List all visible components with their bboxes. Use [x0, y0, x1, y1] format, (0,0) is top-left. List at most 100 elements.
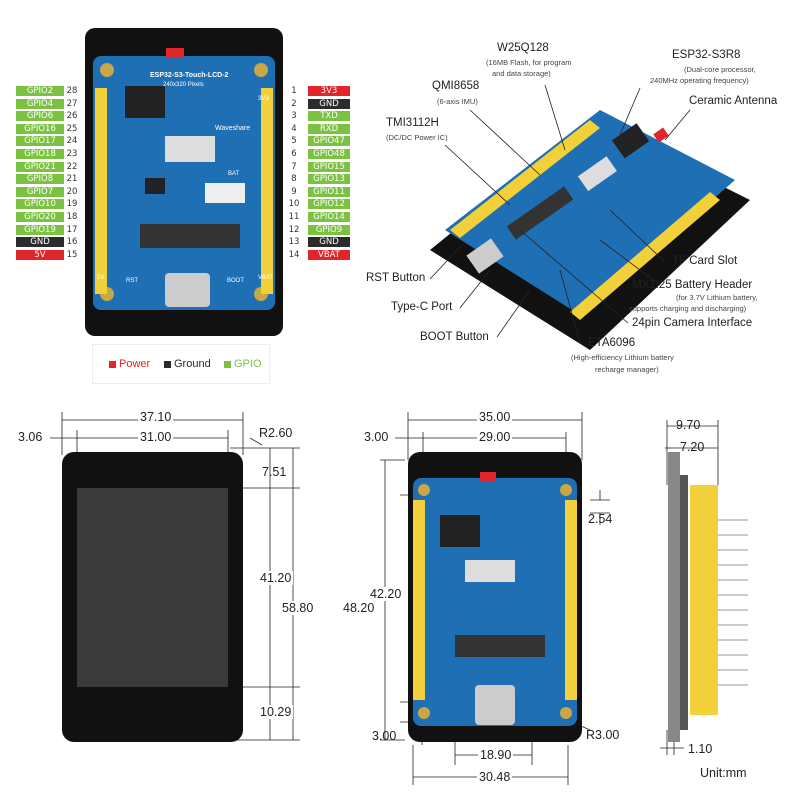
right-pin-number: 11 [288, 212, 300, 222]
callout-antenna-title: Ceramic Antenna [689, 95, 778, 107]
left-pin-number: 20 [66, 186, 78, 197]
right-pin-label: GPIO47 [308, 136, 350, 147]
callout-rst-title: RST Button [366, 272, 426, 284]
callout-mx125-sub2: supports charging and discharging) [629, 304, 747, 313]
right-pin-number: 8 [291, 174, 297, 185]
right-pin-number: 12 [288, 224, 300, 235]
right-pin-label: GND [308, 237, 350, 248]
right-pin-number: 2 [291, 98, 297, 109]
right-pin-number: 10 [288, 199, 300, 210]
left-pin-label: 5V [16, 249, 64, 260]
callout-tf-title: TF Card Slot [672, 255, 738, 267]
dim-3-00-bottom: 3.00 [372, 729, 397, 743]
left-pin-number: 21 [66, 174, 78, 185]
callout-w25q128-sub1: (16MB Flash, for program [486, 58, 572, 67]
left-pin-number: 15 [66, 249, 78, 260]
right-pin-number: 13 [288, 237, 300, 248]
callout-tmi3112h-sub1: (DC/DC Power IC) [386, 133, 448, 142]
dim-1-10: 1.10 [688, 742, 713, 756]
callout-leader-lines [429, 84, 691, 344]
dim-r2-60: R2.60 [259, 426, 293, 440]
board-5v-text: 5V [97, 275, 105, 281]
callout-qmi8658-sub1: (6-axis IMU) [437, 97, 478, 106]
left-pin-number: 16 [66, 237, 78, 248]
callout-esp32-title: ESP32-S3R8 [672, 49, 741, 61]
right-pin-number: 6 [291, 149, 297, 159]
board-brand-text: Waveshare [215, 125, 251, 132]
board-vbat-text: VBAT [258, 275, 274, 281]
left-pin-number: 23 [66, 149, 78, 159]
right-pin-label: TXD [308, 111, 350, 122]
right-pin-number: 14 [288, 249, 300, 260]
right-pin-label: GPIO13 [308, 174, 350, 185]
left-pin-label: GND [16, 237, 64, 248]
dim-58-80: 58.80 [280, 601, 316, 615]
right-pin-number: 5 [291, 136, 297, 147]
dim-31-00: 31.00 [138, 430, 174, 444]
left-pin-number: 28 [66, 86, 78, 96]
left-pin-label: GPIO17 [16, 136, 64, 147]
left-pin-label: GPIO19 [16, 224, 64, 235]
dimension-drawings [50, 412, 748, 785]
legend-gpio-label: GPIO [234, 358, 262, 370]
callout-eta6096-sub2: recharge manager) [595, 365, 659, 374]
callout-mx125-sub1: (for 3.7V Lithium battery, [676, 293, 758, 302]
dim-18-90: 18.90 [478, 748, 514, 762]
right-pin-number: 4 [291, 123, 297, 134]
right-pin-label: GND [308, 98, 350, 109]
dim-2-54: 2.54 [588, 512, 613, 526]
dim-37-10: 37.10 [138, 410, 174, 424]
board-boot-text: BOOT [227, 278, 245, 284]
legend-power-swatch [109, 361, 116, 368]
board-3v3-text: 3V3 [258, 96, 269, 102]
legend-power-label: Power [119, 358, 151, 370]
left-pin-number: 26 [66, 111, 78, 122]
right-pin-label: GPIO12 [308, 199, 350, 210]
callout-typec-title: Type-C Port [391, 301, 453, 313]
callout-eta6096-title: ETA6096 [588, 337, 636, 349]
dim-9-70: 9.70 [676, 418, 701, 432]
left-pin-number: 24 [66, 136, 78, 147]
legend-gpio-swatch [224, 361, 231, 368]
dim-41-20: 41.20 [258, 571, 294, 585]
left-pin-label: GPIO7 [16, 186, 64, 197]
board-name-text: ESP32-S3-Touch-LCD-2 [150, 72, 229, 79]
callout-tmi3112h-title: TMI3112H [386, 117, 439, 129]
dim-10-29: 10.29 [258, 705, 294, 719]
right-pin-label: GPIO9 [308, 224, 350, 235]
angled-board-illustration [430, 110, 750, 350]
right-pin-number: 9 [291, 186, 297, 197]
left-pin-label: GPIO6 [16, 111, 64, 122]
board-pixels-text: 240x320 Pixels [163, 82, 204, 88]
dim-7-51: 7.51 [262, 465, 287, 479]
board-bat-text: BAT [228, 171, 240, 177]
right-pin-label: GPIO48 [308, 149, 350, 159]
callout-w25q128-sub2: and data storage) [492, 69, 551, 78]
callout-qmi8658-title: QMI8658 [432, 80, 480, 92]
dim-7-20: 7.20 [680, 440, 705, 454]
legend-ground-swatch [164, 361, 171, 368]
callout-eta6096-sub1: (High-efficiency Lithium battery [571, 353, 674, 362]
callout-esp32-sub1: (Dual-core processor, [684, 65, 756, 74]
right-pin-label: 3V3 [308, 86, 350, 96]
right-pin-label: VBAT [308, 249, 350, 260]
left-pin-label: GPIO4 [16, 98, 64, 109]
left-pin-number: 19 [66, 199, 78, 210]
dim-3-06: 3.06 [18, 430, 43, 444]
board-rst-text: RST [126, 278, 138, 284]
left-pin-label: GPIO18 [16, 149, 64, 159]
right-pin-number: 7 [291, 161, 297, 172]
right-pin-number: 1 [291, 86, 297, 96]
left-pin-label: GPIO20 [16, 212, 64, 222]
right-pin-label: GPIO11 [308, 186, 350, 197]
callout-boot-title: BOOT Button [420, 331, 489, 343]
dim-42-20: 42.20 [368, 587, 404, 601]
right-pin-label: RXD [308, 123, 350, 134]
left-pin-number: 27 [66, 98, 78, 109]
callout-mx125-title: MX1.25 Battery Header [632, 279, 753, 291]
left-pin-number: 22 [66, 161, 78, 172]
right-pin-number: 3 [291, 111, 297, 122]
left-pin-number: 18 [66, 212, 78, 222]
legend-ground-label: Ground [174, 358, 211, 370]
left-pin-label: GPIO8 [16, 174, 64, 185]
